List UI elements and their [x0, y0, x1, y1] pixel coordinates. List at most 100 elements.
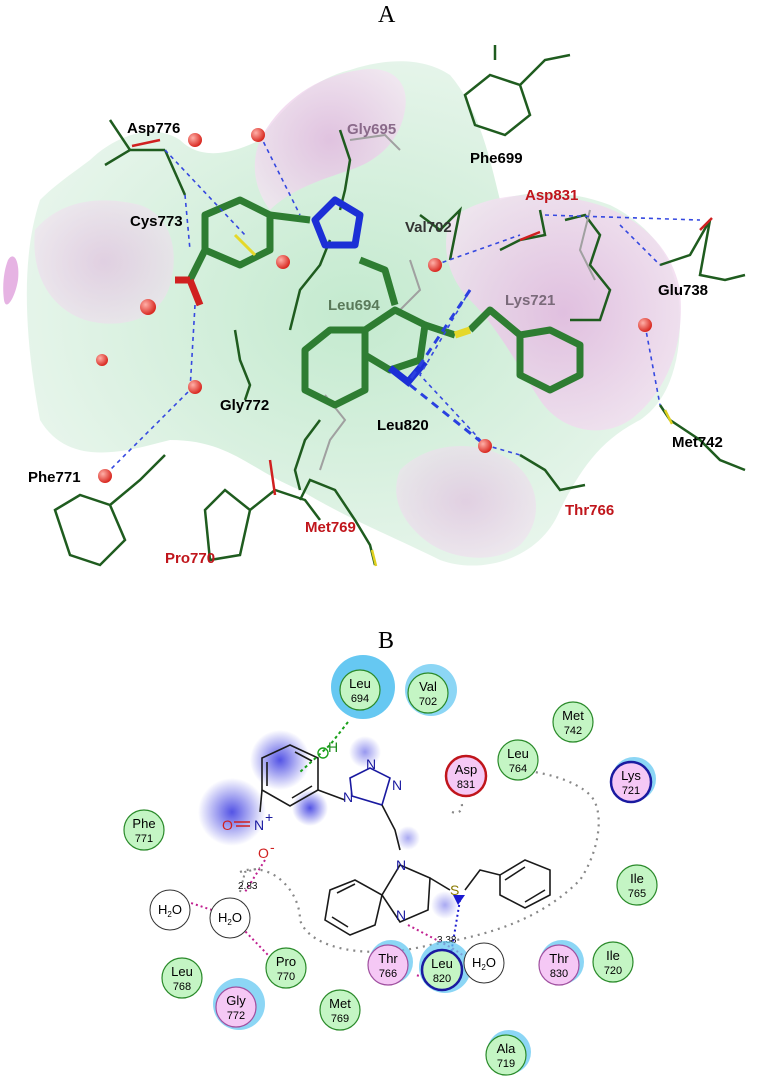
- residue-discs: Leu694Val702Met742Leu764Asp831Lys721Phe7…: [123, 655, 658, 1076]
- label-met742: Met742: [672, 434, 723, 451]
- residue-leu820: Leu 820: [419, 941, 471, 993]
- label-gly772: Gly772: [220, 397, 269, 414]
- residue-number: 830: [550, 968, 568, 980]
- residue-val702: Val 702: [405, 664, 457, 716]
- arene-h-interaction: [299, 721, 349, 773]
- residue-name: Ile: [606, 948, 620, 963]
- residue-name: Met: [562, 708, 584, 723]
- residue-number: 720: [604, 965, 622, 977]
- svg-text:O: O: [258, 845, 269, 861]
- residue-lys721: Lys721: [609, 757, 656, 804]
- residue-name: Phe: [132, 816, 155, 831]
- water-3: H2O: [463, 942, 505, 984]
- ligand-2d-structure: [259, 744, 551, 936]
- solvent-exposure-halo: [419, 941, 471, 993]
- svg-text:N: N: [396, 907, 406, 923]
- residue-name: Leu: [349, 676, 371, 691]
- svg-text:O: O: [222, 817, 233, 833]
- svg-text:N: N: [254, 817, 264, 833]
- panel-b-title: B: [378, 628, 395, 654]
- residue-name: Pro: [276, 954, 296, 969]
- panel-b-hbond-lines: [187, 859, 471, 982]
- residue-number: 702: [419, 696, 437, 708]
- water-disc: [209, 897, 251, 939]
- nitro-double-bond: [234, 821, 250, 827]
- residue-ile765: Ile 765: [616, 864, 658, 906]
- residue-name: Lys: [621, 768, 641, 783]
- panel-a-3d-binding-view: Asp776 Gly695 Phe699 Asp831 Cys773 Val70…: [3, 45, 746, 567]
- label-asp776: Asp776: [127, 120, 180, 137]
- svg-text:N: N: [392, 777, 402, 793]
- residue-disc: [215, 986, 257, 1028]
- water-disc: [149, 889, 191, 931]
- residue-number: 820: [433, 973, 451, 985]
- water-spheres: [96, 128, 652, 483]
- residue-thr766: Thr766: [367, 940, 413, 986]
- residue-disc: [444, 754, 488, 798]
- label-cys773: Cys773: [130, 213, 183, 230]
- water-disc: [463, 942, 505, 984]
- solvent-exposure-halo: [487, 1030, 531, 1074]
- label-pro770: Pro770: [165, 550, 215, 567]
- residue-ile720: Ile 720: [592, 941, 634, 983]
- residue-number: 831: [457, 779, 475, 791]
- water-2: H2O: [209, 897, 251, 939]
- water-1: H2O: [149, 889, 191, 931]
- label-phe699: Phe699: [470, 150, 523, 167]
- distance-label-2: 3.38: [437, 935, 457, 946]
- residue-name: Leu: [171, 964, 193, 979]
- residue-number: 765: [628, 888, 646, 900]
- water-discs: H2O H2O H2O: [149, 889, 505, 984]
- arene-centroid-icon: [317, 747, 329, 759]
- svg-text:S: S: [450, 882, 459, 898]
- svg-text:N: N: [366, 756, 376, 772]
- water-label: H2O: [158, 902, 182, 919]
- label-leu694: Leu694: [328, 297, 380, 314]
- residue-disc: [609, 760, 653, 804]
- residue-met769: Met769: [319, 989, 361, 1031]
- label-leu820: Leu820: [377, 417, 429, 434]
- svg-text:-: -: [270, 839, 275, 855]
- nitro-group: [175, 276, 204, 307]
- residue-name: Thr: [549, 951, 569, 966]
- residue-name: Ala: [497, 1041, 517, 1056]
- key-hbond: [408, 289, 486, 447]
- label-phe771: Phe771: [28, 469, 81, 486]
- residue-disc: [407, 672, 449, 714]
- panel-a-title: A: [378, 2, 396, 28]
- residue-name: Ile: [630, 871, 644, 886]
- svg-text:N: N: [396, 857, 406, 873]
- pocket-contour-small: [451, 799, 464, 814]
- residue-number: 719: [497, 1058, 515, 1070]
- residue-number: 766: [379, 968, 397, 980]
- residue-name: Leu: [431, 956, 453, 971]
- label-asp831: Asp831: [525, 187, 578, 204]
- ligand-sticks: [186, 196, 584, 409]
- svg-text:+: +: [265, 809, 273, 825]
- water-label: H2O: [472, 955, 496, 972]
- residue-name: Gly: [226, 993, 246, 1008]
- triazole-ring: [311, 196, 364, 249]
- residue-disc: [497, 739, 539, 781]
- ligand-exposure-glow: [198, 730, 459, 919]
- residue-name: Val: [419, 679, 437, 694]
- residue-disc: [552, 701, 594, 743]
- hbond-arrowhead: [453, 895, 465, 905]
- residue-disc: [319, 989, 361, 1031]
- label-met769: Met769: [305, 519, 356, 536]
- residue-name: Met: [329, 996, 351, 1011]
- residue-thr830: Thr 830: [538, 940, 584, 986]
- water-label: H2O: [218, 910, 242, 927]
- residue-number: 770: [277, 971, 295, 983]
- residue-disc: [485, 1034, 527, 1076]
- pocket-contour: [239, 768, 600, 953]
- label-glu738: Glu738: [658, 282, 708, 299]
- distance-label-1: 2.83: [238, 881, 258, 892]
- residue-disc: [616, 864, 658, 906]
- residue-pro770: Pro 770: [265, 947, 307, 989]
- residue-disc: [538, 944, 580, 986]
- solvent-exposure-halo: [612, 757, 656, 801]
- residue-number: 764: [509, 763, 527, 775]
